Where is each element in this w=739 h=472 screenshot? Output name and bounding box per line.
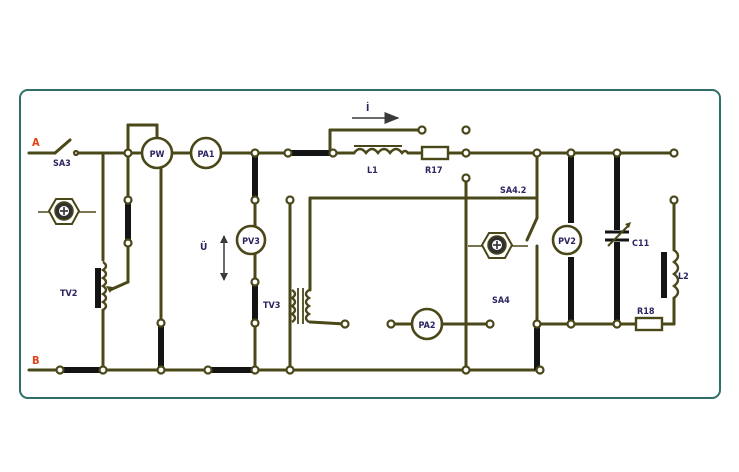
pa1-label: PA1 — [197, 150, 214, 160]
transformer-tv3 — [288, 196, 537, 372]
r18-label: R18 — [637, 307, 655, 317]
knob-icon — [468, 232, 528, 259]
capacitor-c11 — [605, 153, 631, 324]
terminal-b-label: B — [32, 354, 40, 367]
meter-pv2 — [551, 153, 583, 324]
voltage-symbol: Ü — [200, 239, 207, 253]
r17-label: R17 — [425, 166, 443, 176]
meter-pw — [140, 136, 174, 370]
inductor-l1 — [328, 128, 424, 155]
meter-pa1 — [189, 136, 223, 170]
inductor-l2 — [661, 198, 680, 326]
meter-pa2 — [389, 307, 492, 341]
switch-sa3 — [53, 138, 80, 157]
tv3-label: TV3 — [263, 301, 280, 311]
sa3-label: SA3 — [53, 159, 71, 169]
diagram-frame — [19, 89, 721, 399]
voltage-arrow-icon — [220, 235, 228, 281]
terminal-a-label: A — [32, 136, 40, 149]
c11-label: C11 — [632, 239, 650, 249]
l2-label: L2 — [678, 272, 689, 282]
pw-label: PW — [150, 150, 165, 160]
sa42-label: SA4.2 — [500, 186, 526, 196]
knob-icon — [38, 198, 96, 225]
pa2-label: PA2 — [418, 321, 435, 331]
tv2-label: TV2 — [60, 289, 77, 299]
resistor-r17 — [420, 145, 450, 161]
pv2-label: PV2 — [558, 237, 576, 247]
transformer-tv2 — [95, 123, 159, 372]
terminal-nodes — [55, 125, 679, 375]
pv3-label: PV3 — [242, 237, 260, 247]
resistor-r18 — [634, 316, 664, 332]
sa4-label: SA4 — [492, 296, 510, 306]
current-symbol: İ — [366, 100, 369, 114]
l1-label: L1 — [367, 166, 378, 176]
